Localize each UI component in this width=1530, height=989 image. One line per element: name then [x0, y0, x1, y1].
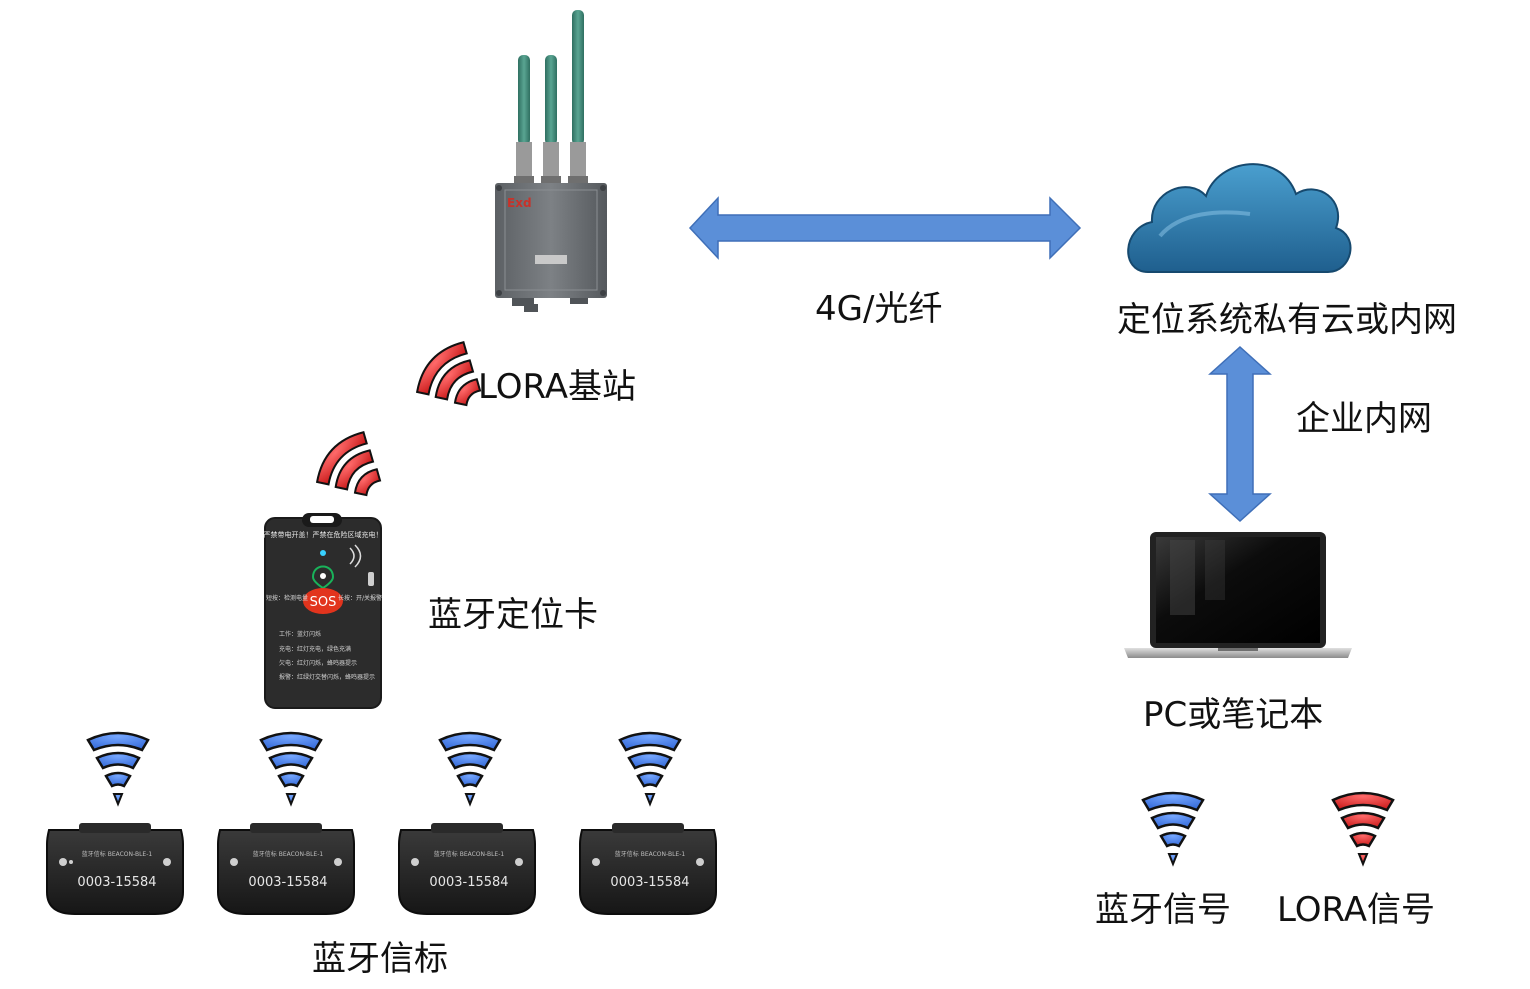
- lora-base-station: [495, 10, 607, 312]
- legend-bluetooth-signal-icon: [1141, 791, 1205, 867]
- link-4g-label: 4G/光纤: [815, 289, 943, 329]
- cloud-icon: [1127, 163, 1352, 273]
- antenna-icon: [514, 10, 588, 186]
- card-line: 工作：蓝灯闪烁: [279, 630, 321, 638]
- legend-lora-signal-icon: [1331, 791, 1395, 867]
- cloud-label: 定位系统私有云或内网: [1117, 300, 1457, 340]
- card-line: 报警：红绿灯交替闪烁，蜂鸣器提示: [279, 673, 375, 681]
- bluetooth-signal-icon: [86, 731, 150, 807]
- laptop-icon: [1124, 532, 1352, 658]
- beacon-serial: 0003-15584: [248, 875, 327, 890]
- beacon-serial: 0003-15584: [429, 875, 508, 890]
- card-line: 充电：红灯充电，绿色充满: [279, 645, 351, 653]
- beacon-serial: 0003-15584: [610, 875, 689, 890]
- card-right-note: 长按：开/关报警: [338, 594, 382, 602]
- pc-label: PC或笔记本: [1143, 695, 1324, 735]
- beacon-group: [46, 731, 717, 915]
- beacon-model: 蓝牙信标 BEACON-BLE-1: [615, 850, 686, 858]
- lora-signal-icon: [415, 341, 482, 407]
- beacon-model: 蓝牙信标 BEACON-BLE-1: [82, 850, 153, 858]
- beacon-model: 蓝牙信标 BEACON-BLE-1: [434, 850, 505, 858]
- legend-lora-label: LORA信号: [1277, 890, 1435, 930]
- bluetooth-beacon: [398, 823, 536, 915]
- bluetooth-beacon: [46, 823, 184, 915]
- double-arrow-icon: [1208, 345, 1272, 523]
- bluetooth-card: [264, 513, 382, 709]
- base-station-label: LORA基站: [478, 367, 636, 407]
- bluetooth-signal-icon: [259, 731, 323, 807]
- card-line: 欠电：红灯闪烁，蜂鸣器提示: [279, 659, 357, 667]
- bluetooth-beacon: [579, 823, 717, 915]
- card-warning-text: 严禁带电开盖！严禁在危险区域充电！: [264, 530, 383, 539]
- beacon-serial: 0003-15584: [77, 875, 156, 890]
- bt-card-label: 蓝牙定位卡: [428, 595, 598, 635]
- beacon-model: 蓝牙信标 BEACON-BLE-1: [253, 850, 324, 858]
- card-left-note: 短按：检测电量: [266, 594, 308, 602]
- intranet-label: 企业内网: [1296, 399, 1432, 439]
- enclosure-mark: Exd: [507, 196, 532, 210]
- double-arrow-icon: [688, 196, 1082, 260]
- sos-label: SOS: [310, 595, 337, 610]
- bluetooth-beacon: [217, 823, 355, 915]
- beacons-label: 蓝牙信标: [312, 939, 448, 979]
- bluetooth-signal-icon: [618, 731, 682, 807]
- bluetooth-signal-icon: [438, 731, 502, 807]
- lora-signal-icon: [315, 431, 382, 497]
- legend-bluetooth-label: 蓝牙信号: [1095, 890, 1231, 930]
